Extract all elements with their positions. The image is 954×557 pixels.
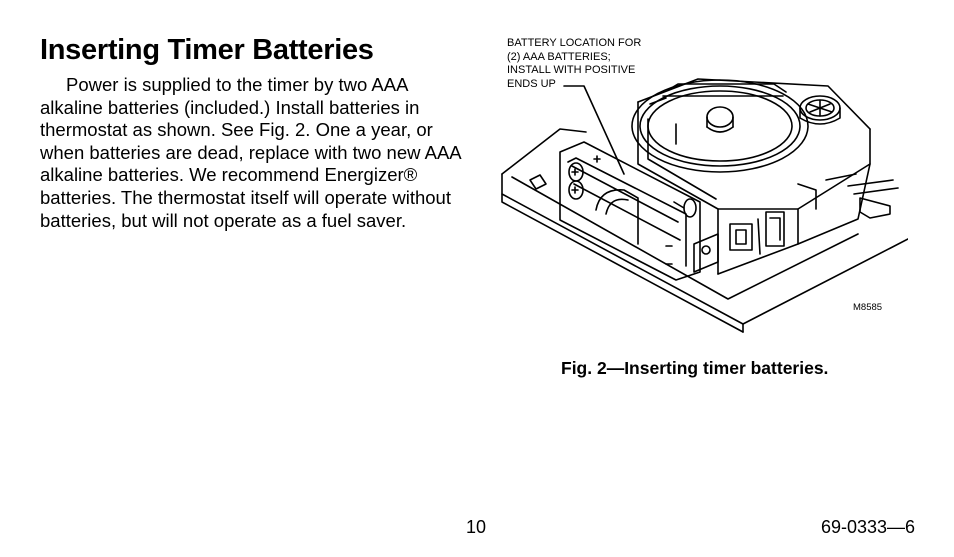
thermostat-battery-illustration xyxy=(501,78,908,333)
figure-code: M8585 xyxy=(853,302,883,313)
timer-dial xyxy=(631,79,809,173)
adjustment-wheel xyxy=(799,95,841,125)
figure-caption: Fig. 2—Inserting timer batteries. xyxy=(561,358,829,378)
body-paragraph: Power is supplied to the timer by two AA… xyxy=(40,74,461,231)
callout-leader xyxy=(563,85,625,175)
base-plate xyxy=(501,128,908,333)
page-title: Inserting Timer Batteries xyxy=(40,34,374,66)
battery-location-callout: BATTERY LOCATION FOR (2) AAA BATTERIES; … xyxy=(507,37,642,90)
battery-compartment xyxy=(559,141,701,281)
document-number: 69-0333—6 xyxy=(821,517,916,537)
terminal-details xyxy=(529,173,899,273)
page-number: 10 xyxy=(466,517,487,537)
